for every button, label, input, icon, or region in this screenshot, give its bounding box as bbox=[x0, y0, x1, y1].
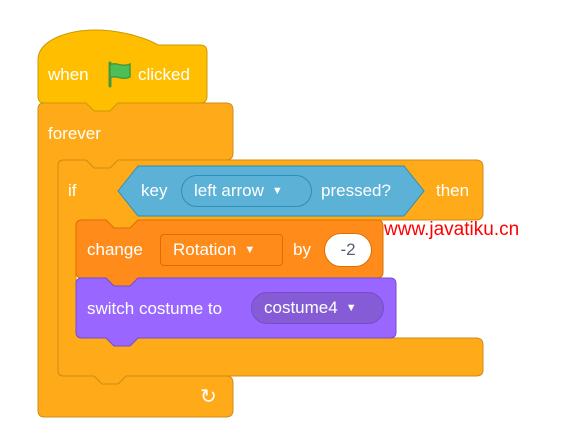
costume-dropdown-value: costume4 bbox=[264, 298, 338, 317]
change-amount-value: -2 bbox=[340, 240, 356, 259]
loop-arrow-icon: ↻ bbox=[200, 386, 217, 408]
switch-costume-label: switch costume to bbox=[87, 299, 223, 318]
variable-dropdown-value: Rotation bbox=[173, 240, 237, 259]
watermark-text: www.javatiku.cn bbox=[384, 219, 520, 240]
dropdown-caret-icon: ▼ bbox=[345, 301, 357, 314]
dropdown-caret-icon: ▼ bbox=[271, 184, 283, 197]
key-dropdown-value: left arrow bbox=[194, 181, 264, 200]
green-flag-icon[interactable] bbox=[104, 59, 134, 89]
by-label: by bbox=[293, 240, 311, 259]
clicked-label: clicked bbox=[138, 65, 190, 84]
variable-dropdown[interactable]: Rotation ▼ bbox=[160, 234, 283, 266]
when-label: when bbox=[48, 65, 89, 84]
change-amount-input[interactable]: -2 bbox=[324, 233, 372, 267]
then-label: then bbox=[436, 181, 470, 200]
change-label: change bbox=[87, 240, 143, 259]
dropdown-caret-icon: ▼ bbox=[244, 243, 256, 256]
costume-dropdown[interactable]: costume4 ▼ bbox=[251, 292, 384, 324]
forever-label: forever bbox=[48, 124, 101, 143]
if-label: if bbox=[68, 181, 77, 200]
key-label: key bbox=[141, 181, 168, 200]
key-dropdown[interactable]: left arrow ▼ bbox=[181, 175, 312, 207]
pressed-label: pressed? bbox=[321, 181, 391, 200]
